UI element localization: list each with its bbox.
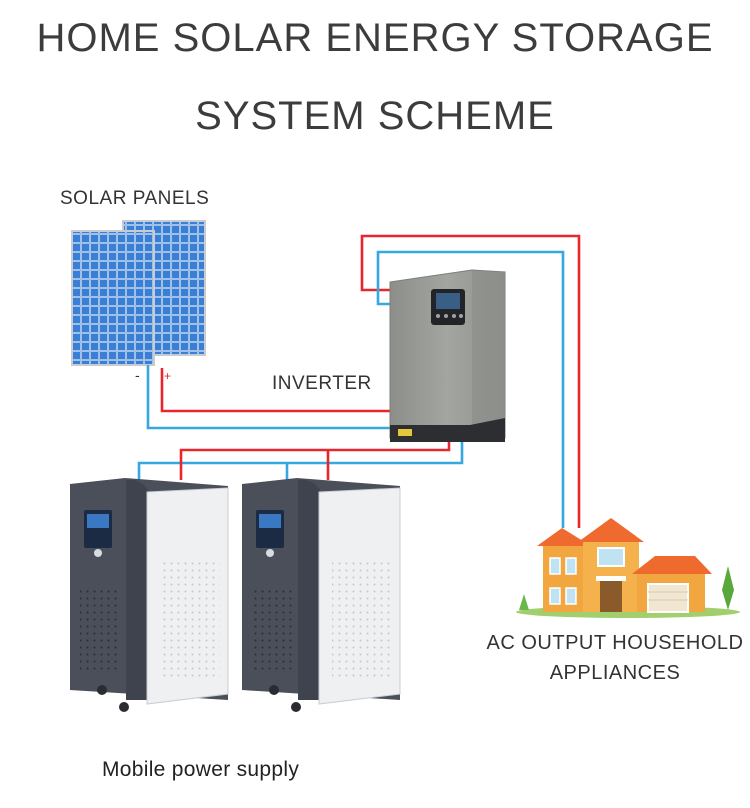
battery-unit-2 xyxy=(242,478,401,712)
inverter-label: INVERTER xyxy=(272,373,372,394)
battery-positive-wire xyxy=(179,440,451,480)
inverter xyxy=(389,269,506,442)
ac-negative-wire xyxy=(376,250,565,528)
inverter-warning-sticker xyxy=(398,429,412,436)
solar-panels-label: SOLAR PANELS xyxy=(60,188,210,209)
ac-output-label-line-1: AC OUTPUT HOUSEHOLD xyxy=(486,632,744,654)
mobile-power-label: Mobile power supply xyxy=(102,758,300,781)
title-line-2: SYSTEM SCHEME xyxy=(195,94,555,138)
ac-positive-wire xyxy=(360,234,581,528)
wiring xyxy=(137,234,581,528)
panel-negative-wire xyxy=(146,365,392,430)
solar-panels xyxy=(71,220,206,366)
house xyxy=(516,518,740,618)
panel-positive-wire xyxy=(160,368,392,413)
title-line-1: HOME SOLAR ENERGY STORAGE xyxy=(36,16,714,60)
panel-plus-sign: + xyxy=(164,369,171,383)
battery-negative-wire xyxy=(137,440,464,483)
battery-unit-1 xyxy=(70,478,229,712)
panel-minus-sign: - xyxy=(135,367,140,383)
ac-output-label-line-2: APPLIANCES xyxy=(549,662,681,684)
solar-panel-front xyxy=(71,230,155,366)
